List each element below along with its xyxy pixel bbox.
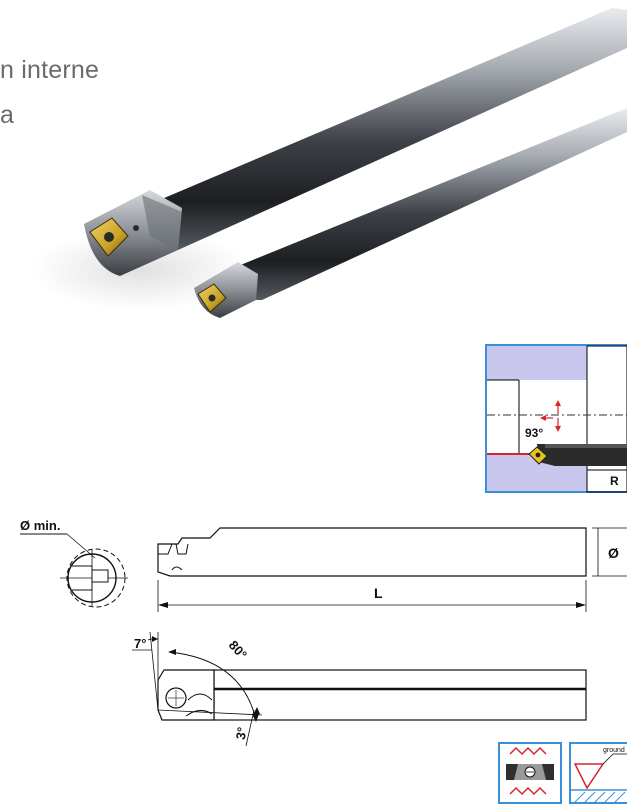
technical-drawing: Ø min. Ø L — [20, 518, 627, 747]
angle-80-label: 80° — [226, 638, 250, 663]
mounting-angle-label: 93° — [525, 426, 543, 440]
diameter-symbol: Ø — [608, 545, 619, 561]
hand-label: R — [610, 474, 619, 488]
min-diameter-label: Ø min. — [20, 518, 60, 533]
small-boring-bar — [194, 108, 627, 318]
insert-clamping-icon — [498, 742, 562, 804]
ground-label: ground — [603, 747, 625, 754]
length-label: L — [374, 585, 383, 601]
side-view: Ø — [157, 527, 627, 577]
large-boring-bar — [84, 8, 627, 276]
top-view — [157, 669, 587, 721]
mounting-diagram: 93° R — [485, 344, 627, 493]
boring-bars-photo — [30, 8, 627, 318]
page-heading-line1: n interne — [0, 56, 100, 84]
angle-7-label: 7° — [134, 636, 146, 651]
angle-3-label: 3° — [233, 726, 250, 741]
ground-finish-icon: ground — [569, 742, 627, 804]
end-view — [60, 548, 128, 608]
length-dimension: L — [157, 580, 587, 612]
page-heading-line2: a — [0, 101, 14, 129]
